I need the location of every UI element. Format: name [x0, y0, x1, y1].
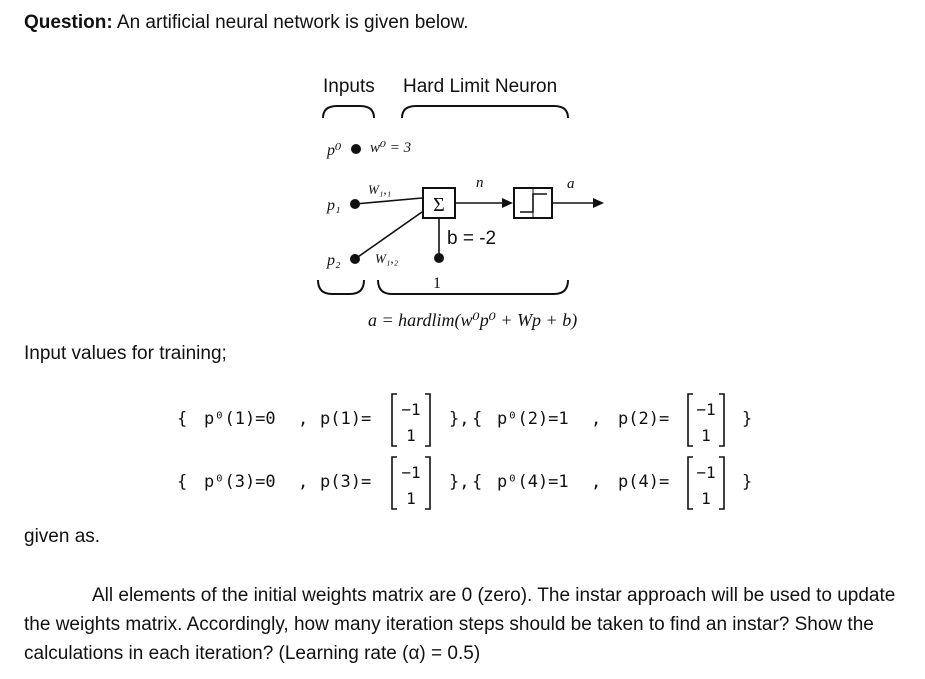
question-text: An artificial neural network is given be… [112, 12, 469, 33]
p0-value: p⁰(2)=1 [497, 409, 569, 429]
vector-bracket-right [425, 393, 431, 447]
neuron-top-brace [401, 105, 569, 119]
vector-element: 1 [406, 489, 416, 508]
bias-label: b = -2 [447, 228, 496, 249]
question-line: Question: An artificial neural network i… [24, 12, 469, 34]
open-brace: { [177, 409, 187, 429]
vector-element: −1 [401, 400, 420, 419]
output-arrowhead-icon [593, 198, 604, 208]
vector-element: 1 [701, 489, 711, 508]
close-brace: } [742, 472, 752, 492]
training-pair-3: { p⁰(3)=0 , p(3)= −1 1 }, [177, 456, 469, 510]
sigma-icon: Σ [433, 194, 445, 216]
p-vector-label: p(2)= [618, 409, 669, 429]
training-pair-2: { p⁰(2)=1 , p(2)= −1 1 } [472, 393, 752, 447]
inputs-top-brace [322, 105, 375, 119]
p-vector-label: p(4)= [618, 472, 669, 492]
vector-bracket-right [425, 456, 431, 510]
vector-element: 1 [701, 426, 711, 445]
hard-limit-neuron-label: Hard Limit Neuron [403, 76, 557, 97]
inputs-label: Inputs [323, 76, 375, 97]
vector-bracket-left [391, 393, 397, 447]
p1-connection [354, 197, 423, 205]
problem-paragraph: All elements of the initial weights matr… [24, 581, 914, 668]
p0-value: p⁰(4)=1 [497, 472, 569, 492]
p0-label: p⁰ [326, 142, 342, 159]
inputs-bottom-brace [317, 279, 365, 295]
open-brace: { [177, 472, 187, 492]
p0-value: p⁰(1)=0 [204, 409, 276, 429]
n-arrowhead-icon [502, 198, 513, 208]
close-brace: }, [449, 472, 469, 492]
p0-value: p⁰(3)=0 [204, 472, 276, 492]
separator-comma: , [591, 472, 601, 492]
training-label: Input values for training; [24, 343, 227, 364]
p2-label: p₂ [326, 252, 341, 269]
vector-bracket-left [687, 393, 693, 447]
separator-comma: , [591, 409, 601, 429]
bias-input-one: 1 [433, 275, 441, 292]
vector-element: −1 [401, 463, 420, 482]
training-pair-4: { p⁰(4)=1 , p(4)= −1 1 } [472, 456, 752, 510]
vector-bracket-right [719, 456, 725, 510]
separator-comma: , [298, 409, 308, 429]
paragraph-rest: the weights matrix. Accordingly, how man… [24, 614, 874, 664]
vector-bracket-left [687, 456, 693, 510]
p1-label: p₁ [326, 197, 341, 214]
vector-element: −1 [696, 400, 715, 419]
n-label: n [476, 175, 484, 191]
p2-connection [354, 211, 423, 260]
open-brace: { [472, 409, 482, 429]
bias-node [434, 253, 444, 263]
close-brace: }, [449, 409, 469, 429]
vector-element: 1 [406, 426, 416, 445]
question-label: Question: [24, 12, 113, 33]
w11-label: W₁,₁ [368, 182, 391, 197]
p-vector-label: p(3)= [320, 472, 371, 492]
vector-bracket-left [391, 456, 397, 510]
separator-comma: , [298, 472, 308, 492]
training-pair-1: { p⁰(1)=0 , p(1)= −1 1 }, [177, 393, 469, 447]
paragraph-line-1: All elements of the initial weights matr… [92, 585, 896, 606]
given-label: given as. [24, 526, 101, 547]
open-brace: { [472, 472, 482, 492]
p-vector-label: p(1)= [320, 409, 371, 429]
w0-label: w⁰ = 3 [370, 140, 411, 156]
close-brace: } [742, 409, 752, 429]
neuron-bottom-brace [377, 279, 569, 295]
p0-node [351, 144, 361, 154]
output-formula: a = hardlim(w⁰p⁰ + Wp + b) [368, 310, 577, 331]
vector-element: −1 [696, 463, 715, 482]
vector-bracket-right [719, 393, 725, 447]
a-label: a [567, 176, 575, 192]
w12-label: W₁,₂ [375, 251, 399, 266]
